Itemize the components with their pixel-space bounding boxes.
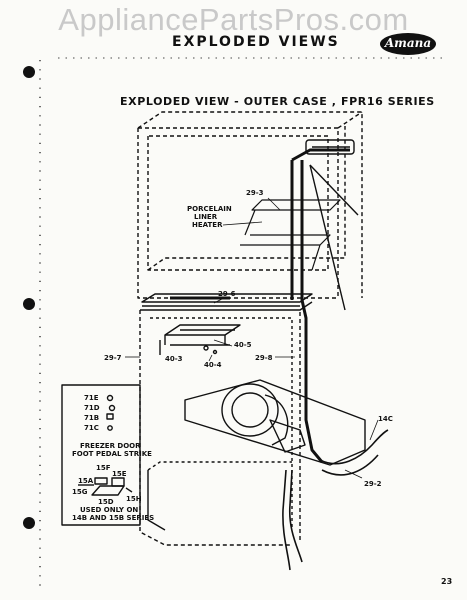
watermark: AppliancePartsPros.com [58,2,409,37]
label-heater: HEATER [192,221,223,229]
label-freezer-door: FREEZER DOOR [80,442,141,450]
label-40-3: 40-3 [165,355,183,363]
lower-cabinet [139,301,313,546]
label-29-7: 29-7 [104,354,122,362]
label-40-4: 40-4 [204,361,222,369]
mullion-bar [141,293,313,307]
binder-hole-top [23,66,35,78]
upper-cabinet [137,111,363,299]
label-15a: 15A [78,477,94,485]
binder-hole-bottom [23,517,35,529]
leader-lines [125,197,379,479]
foot-pedal-inset [61,384,141,526]
label-71d: 71D [84,404,100,412]
freezer-shelf [159,324,241,355]
brand-logo: Amana [380,33,436,55]
label-foot-pedal: FOOT PEDAL STRIKE [72,450,152,458]
label-71e: 71E [84,394,99,402]
liner-heater [240,199,341,271]
label-15g: 15G [72,488,88,496]
label-15e: 15E [112,470,127,478]
label-29-8: 29-8 [255,354,273,362]
label-series-note: 14B AND 15B SERIES [72,514,155,522]
brand-logo-text: Amana [384,36,432,50]
diagram-subtitle: EXPLODED VIEW - OUTER CASE , FPR16 SERIE… [120,95,435,108]
label-15f: 15F [96,464,111,472]
condenser-tubing [290,148,350,463]
label-29-3: 29-3 [246,189,264,197]
top-bracket [305,139,359,311]
label-71b: 71B [84,414,100,422]
page-number: 23 [441,577,453,586]
compressor-housing [184,379,366,466]
label-71c: 71C [84,424,99,432]
binder-hole-middle [23,298,35,310]
label-15d: 15D [98,498,114,506]
header-title: EXPLODED VIEWS [172,34,340,50]
label-15h: 15H [126,495,142,503]
label-29-6: 29-6 [218,290,236,298]
label-liner: LINER [194,213,218,221]
label-porcelain: PORCELAIN [187,205,232,213]
label-14c: 14C [378,415,393,423]
label-40-5: 40-5 [234,341,252,349]
power-cord [282,429,389,571]
label-29-2: 29-2 [364,480,382,488]
label-used-only: USED ONLY ON [80,506,139,514]
